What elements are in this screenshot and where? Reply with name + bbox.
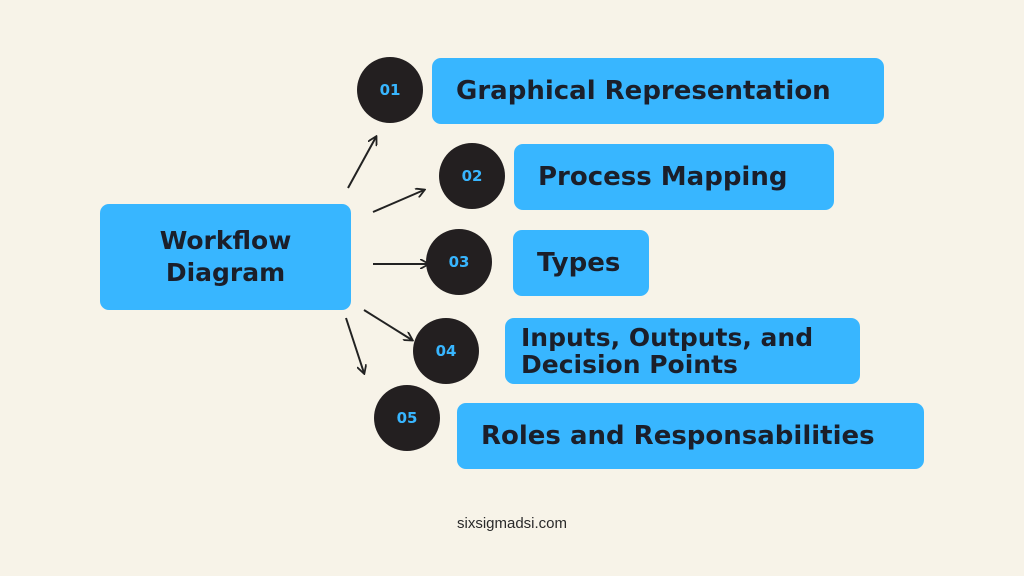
step-label: Types — [537, 248, 621, 278]
step-label-line1: Inputs, Outputs, and — [521, 323, 814, 352]
step-label: Process Mapping — [538, 162, 788, 192]
step-box-inputs-outputs-decision-points: Inputs, Outputs, and Decision Points — [505, 318, 860, 384]
step-box-types: Types — [513, 230, 649, 296]
arrow-to-02 — [372, 190, 424, 213]
step-label: Graphical Representation — [456, 76, 831, 106]
step-box-roles-responsibilities: Roles and Responsabilities — [457, 403, 924, 469]
center-node-line2: Diagram — [165, 258, 286, 287]
step-box-graphical-representation: Graphical Representation — [432, 58, 884, 124]
step-number-03: 03 — [426, 229, 492, 295]
step-label: Roles and Responsabilities — [481, 421, 875, 451]
center-node-line1: Workflow — [159, 226, 292, 255]
step-box-process-mapping: Process Mapping — [514, 144, 834, 210]
arrow-to-01 — [347, 137, 376, 189]
step-number-01: 01 — [357, 57, 423, 123]
step-number-05: 05 — [374, 385, 440, 451]
step-number-02: 02 — [439, 143, 505, 209]
arrow-to-04 — [363, 309, 412, 340]
footer-website: sixsigmadsi.com — [456, 515, 568, 532]
step-number-04: 04 — [413, 318, 479, 384]
center-node-workflow-diagram: Workflow Diagram — [100, 204, 351, 310]
arrow-to-05 — [345, 317, 364, 373]
step-label-line2: Decision Points — [521, 350, 738, 379]
